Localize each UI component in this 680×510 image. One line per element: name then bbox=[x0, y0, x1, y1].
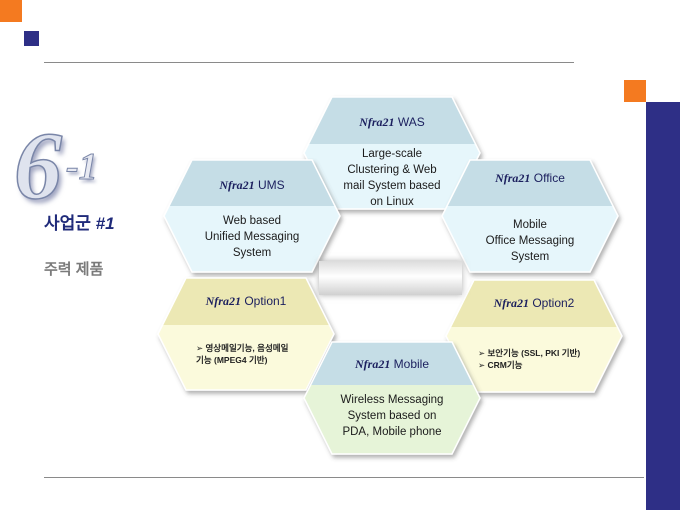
right-square-orange bbox=[624, 80, 646, 102]
bottom-rule bbox=[44, 477, 644, 478]
hex-ums-line: Web based bbox=[223, 215, 281, 227]
section-title-number: #1 bbox=[95, 214, 115, 233]
right-vertical-bar bbox=[646, 102, 680, 510]
hex-ums-body: Web based Unified Messaging System bbox=[164, 213, 340, 261]
hex-was-name: WAS bbox=[394, 115, 425, 129]
hex-office-line: Mobile bbox=[513, 219, 547, 231]
top-rule bbox=[44, 62, 574, 63]
center-banner bbox=[319, 261, 462, 295]
hex-ums-line: System bbox=[232, 247, 272, 259]
hex-ums-name: UMS bbox=[254, 178, 285, 192]
hex-was-title: Nfra21 WAS bbox=[304, 115, 480, 130]
hex-mobile-line: System based on bbox=[347, 410, 437, 422]
hex-option1 bbox=[157, 277, 335, 391]
section-subtitle: 주력 제품 bbox=[44, 261, 104, 278]
hex-was-line: Clustering & Web bbox=[347, 164, 437, 176]
hex-office bbox=[441, 159, 619, 273]
hex-ums-title: Nfra21 UMS bbox=[164, 178, 340, 193]
hex-was-line: Large-scale bbox=[361, 148, 423, 160]
hex-option1-brand: Nfra21 bbox=[205, 294, 241, 308]
hex-was-brand: Nfra21 bbox=[359, 115, 395, 129]
hex-option2-title: Nfra21 Option2 bbox=[446, 296, 622, 311]
hex-office-brand: Nfra21 bbox=[495, 171, 531, 185]
corner-square-orange bbox=[0, 0, 22, 22]
hex-ums-line: Unified Messaging bbox=[204, 231, 300, 243]
section-sub-number: -1 bbox=[66, 146, 99, 188]
hex-option2-list: ➢ 보안기능 (SSL, PKI 기반) ➢ CRM기능 bbox=[478, 347, 580, 371]
hex-mobile-line: PDA, Mobile phone bbox=[342, 426, 442, 438]
corner-square-navy bbox=[24, 31, 39, 46]
section-title-prefix: 사업군 bbox=[44, 214, 96, 233]
hex-mobile-line: Wireless Messaging bbox=[340, 394, 444, 406]
hex-option2 bbox=[445, 279, 623, 393]
hex-office-name: Office bbox=[530, 171, 565, 185]
hex-was-body: Large-scale Clustering & Web mail System… bbox=[304, 146, 480, 210]
hex-mobile-name: Mobile bbox=[390, 357, 430, 371]
hex-option2-name: Option2 bbox=[528, 296, 575, 310]
hex-option1-list: ➢ 영상메일기능, 음성메일 기능 (MPEG4 기반) bbox=[196, 342, 288, 366]
hex-ums-brand: Nfra21 bbox=[219, 178, 255, 192]
hex-office-line: System bbox=[510, 251, 550, 263]
hex-mobile-title: Nfra21 Mobile bbox=[304, 357, 480, 372]
hex-option2-item: ➢ CRM기능 bbox=[478, 360, 523, 370]
hex-option1-name: Option1 bbox=[240, 294, 287, 308]
hex-option2-item: ➢ 보안기능 (SSL, PKI 기반) bbox=[478, 348, 581, 358]
hex-was-line: mail System based bbox=[343, 180, 441, 192]
hex-mobile bbox=[303, 341, 481, 455]
section-number: 6 bbox=[13, 112, 63, 219]
hex-office-body: Mobile Office Messaging System bbox=[442, 217, 618, 265]
hex-option1-item: ➢ 영상메일기능, 음성메일 bbox=[196, 343, 289, 353]
hex-was-line: on Linux bbox=[370, 196, 414, 208]
hex-office-line: Office Messaging bbox=[485, 235, 575, 247]
hex-option2-brand: Nfra21 bbox=[493, 296, 529, 310]
hex-option1-item: 기능 (MPEG4 기반) bbox=[196, 355, 268, 365]
hex-was bbox=[303, 96, 481, 210]
hex-mobile-brand: Nfra21 bbox=[354, 357, 391, 371]
section-title: 사업군 #1 bbox=[44, 209, 115, 234]
hex-option1-title: Nfra21 Option1 bbox=[158, 294, 334, 309]
hex-office-title: Nfra21 Office bbox=[442, 171, 618, 186]
hex-mobile-body: Wireless Messaging System based on PDA, … bbox=[304, 392, 480, 440]
hex-ums bbox=[163, 159, 341, 273]
